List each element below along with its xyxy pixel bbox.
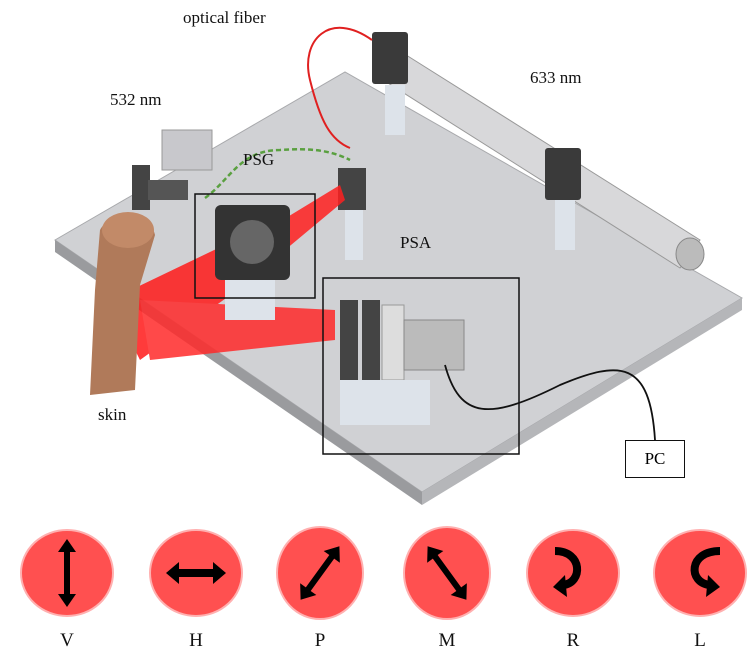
plus45-polarization-icon: [276, 526, 364, 620]
laser-633-tube: [372, 32, 705, 271]
state-label-r: R: [566, 630, 580, 651]
laser-633-label: 633 nm: [530, 68, 582, 87]
psa-label: PSA: [400, 233, 432, 252]
psa-module: [340, 300, 465, 425]
polarization-state-icons: [20, 526, 747, 620]
skin-label: skin: [98, 405, 127, 424]
psg-label: PSG: [243, 150, 275, 169]
state-label-p: P: [314, 630, 326, 651]
state-label-l: L: [694, 630, 706, 651]
pc-cable: [444, 364, 656, 441]
laser-532-label: 532 nm: [110, 90, 162, 109]
psg-module: [215, 205, 290, 320]
optical-fiber-green: [204, 148, 351, 200]
state-label-m: M: [438, 630, 456, 651]
horizontal-polarization-icon: [149, 529, 243, 617]
skin-arm-photo: [90, 212, 155, 395]
left-circular-polarization-icon: [653, 529, 747, 617]
optical-fiber-red: [307, 26, 373, 149]
psa-box: [322, 277, 520, 455]
right-circular-polarization-icon: [526, 529, 620, 617]
pc-label: PC: [644, 449, 666, 468]
mirror-mount: [338, 168, 366, 210]
psg-box: [194, 193, 316, 299]
optical-fiber-label: optical fiber: [183, 8, 266, 27]
state-label-v: V: [60, 630, 74, 651]
pc-box: PC: [625, 440, 685, 478]
state-label-h: H: [189, 630, 203, 651]
minus45-polarization-icon: [403, 526, 491, 620]
laser-532: [132, 129, 213, 210]
vertical-polarization-icon: [20, 529, 114, 617]
